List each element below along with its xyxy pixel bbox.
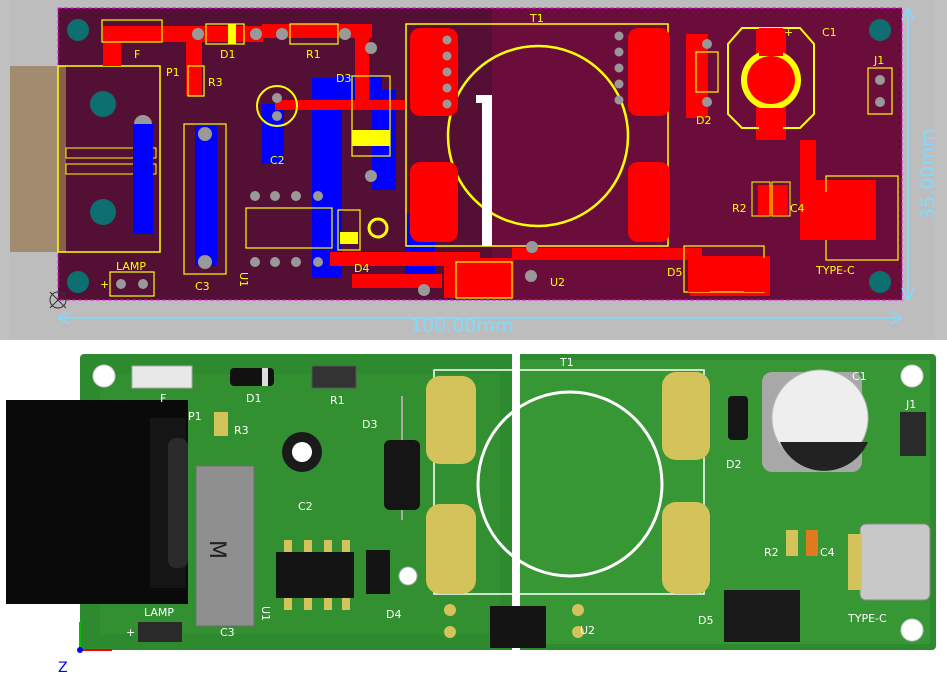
fuse-f-body — [131, 365, 193, 389]
label-c3: C3 — [195, 280, 210, 293]
mounting-holes — [67, 19, 891, 293]
ic-u1-body — [276, 552, 354, 598]
label-u1: U1 — [237, 272, 250, 287]
usb-type-c-connector — [859, 523, 931, 601]
label-d1: D1 — [220, 48, 235, 61]
label3d-type-c: TYPE-C — [847, 612, 887, 625]
label-j1: J1 — [873, 54, 884, 67]
label-lamp-plus: + — [100, 278, 109, 291]
label3d-d1: D1 — [246, 392, 261, 405]
diode-d2-body — [728, 396, 748, 440]
ac-plug-footprint — [10, 65, 161, 253]
ac-plug-3d — [6, 400, 188, 604]
diode-d3-body — [384, 440, 420, 510]
label3d-r3: R3 — [234, 424, 249, 437]
mounting-holes-3d — [92, 364, 924, 642]
axis-z-label: Z — [58, 660, 68, 676]
label-c3-marking: M — [204, 540, 229, 559]
label-f: F — [134, 48, 140, 61]
label-r2: R2 — [732, 202, 747, 215]
label-c4: C4 — [790, 202, 805, 215]
label3d-c2: C2 — [298, 500, 313, 513]
component-footprints — [101, 19, 899, 299]
label3d-r1: R1 — [330, 394, 345, 407]
label3d-u1: U1 — [259, 606, 272, 621]
label-type-c: TYPE-C — [815, 264, 855, 277]
label3d-d5: D5 — [698, 614, 713, 627]
label3d-d4: D4 — [386, 608, 401, 621]
label3d-f: F — [160, 392, 166, 405]
ic-u2-body — [490, 606, 546, 648]
label-d4: D4 — [354, 262, 369, 275]
pcb-3d-view[interactable]: M — [0, 344, 947, 688]
label-p1: P1 — [166, 66, 180, 79]
label-d2: D2 — [696, 114, 711, 127]
capacitor-c4-body — [806, 530, 818, 556]
label-t1: T1 — [529, 12, 544, 25]
label-d5: D5 — [667, 266, 682, 279]
label3d-t1: T1 — [559, 356, 574, 369]
transformer-t1-footprint — [405, 23, 670, 253]
ic-u1-pins — [284, 540, 350, 610]
label3d-lamp: LAMP — [144, 606, 174, 619]
header-lamp-body — [138, 622, 182, 642]
capacitor-c3-body — [195, 465, 255, 627]
label-u2: U2 — [550, 276, 565, 289]
dimension-width-label: 100.00mm — [410, 315, 514, 337]
resistor-r2-body — [786, 530, 798, 556]
header-j1-body — [900, 412, 926, 456]
label-c1: C1 — [822, 26, 837, 39]
label3d-c1: C1 — [852, 370, 867, 383]
label3d-c3: C3 — [220, 626, 235, 639]
dimension-height-label: 35.00mm — [917, 129, 939, 220]
diode-d4-body — [366, 550, 390, 594]
transformer-t1-3d — [426, 369, 710, 595]
label3d-lamp-plus: + — [126, 626, 135, 639]
label3d-p1: P1 — [188, 410, 202, 423]
resistor-r1-body — [311, 365, 357, 389]
pcb-2d-layout-view[interactable]: T1 C1 + J1 F D1 R1 P1 R3 D3 C2 D2 R2 C4 … — [0, 0, 947, 340]
label3d-u2: U2 — [580, 624, 595, 637]
resistor-r3-body — [214, 412, 228, 436]
axis-gizmo-icon: Z — [58, 622, 112, 676]
origin-marker-icon — [49, 291, 67, 309]
label3d-d3: D3 — [362, 418, 377, 431]
label-lamp: LAMP — [116, 260, 146, 273]
label-d3: D3 — [336, 72, 351, 85]
label-r1: R1 — [306, 48, 321, 61]
silkscreen-labels-2d: T1 C1 + J1 F D1 R1 P1 R3 D3 C2 D2 R2 C4 … — [100, 12, 884, 293]
label-c1-plus: + — [784, 26, 793, 39]
label-c2: C2 — [270, 154, 285, 167]
via-hole-3d — [398, 566, 418, 586]
isolation-slot — [512, 354, 520, 650]
diode-d5-body — [724, 590, 800, 642]
label3d-j1: J1 — [905, 398, 916, 411]
dimension-lines — [57, 7, 915, 325]
silkscreen-labels-3d: T1 C1 J1 F D1 R1 P1 R3 D3 C2 D2 R2 C4 U1… — [126, 356, 916, 639]
label3d-c4: C4 — [820, 546, 835, 559]
label-r3: R3 — [208, 76, 223, 89]
label3d-r2: R2 — [764, 546, 779, 559]
label3d-d2: D2 — [726, 458, 741, 471]
